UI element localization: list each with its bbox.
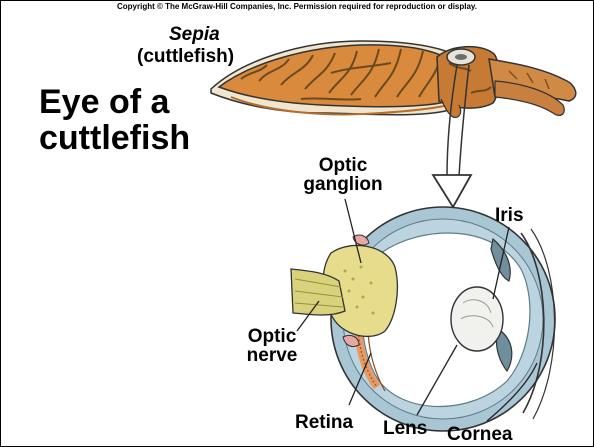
optic-nerve-label-line2: nerve — [239, 346, 305, 365]
optic-ganglion-label-line1: Optic — [301, 156, 385, 175]
species-common-label: (cuttlefish) — [137, 47, 234, 66]
title-line-2: cuttlefish — [39, 121, 190, 157]
optic-nerve-label-line1: Optic — [239, 327, 305, 346]
title-line-1: Eye of a — [39, 85, 190, 121]
lens-label: Lens — [383, 419, 427, 438]
cuttlefish-drawing — [211, 41, 576, 117]
optic-ganglion-label: Optic ganglion — [301, 156, 385, 194]
optic-ganglion-label-line2: ganglion — [301, 175, 385, 194]
cornea-label: Cornea — [447, 425, 512, 444]
iris-label: Iris — [495, 206, 524, 225]
retina-label: Retina — [295, 413, 353, 432]
optic-nerve-label: Optic nerve — [239, 327, 305, 365]
species-genus-label: Sepia — [169, 25, 220, 44]
figure-title: Eye of a cuttlefish — [39, 85, 190, 156]
eye-cross-section — [291, 207, 555, 431]
